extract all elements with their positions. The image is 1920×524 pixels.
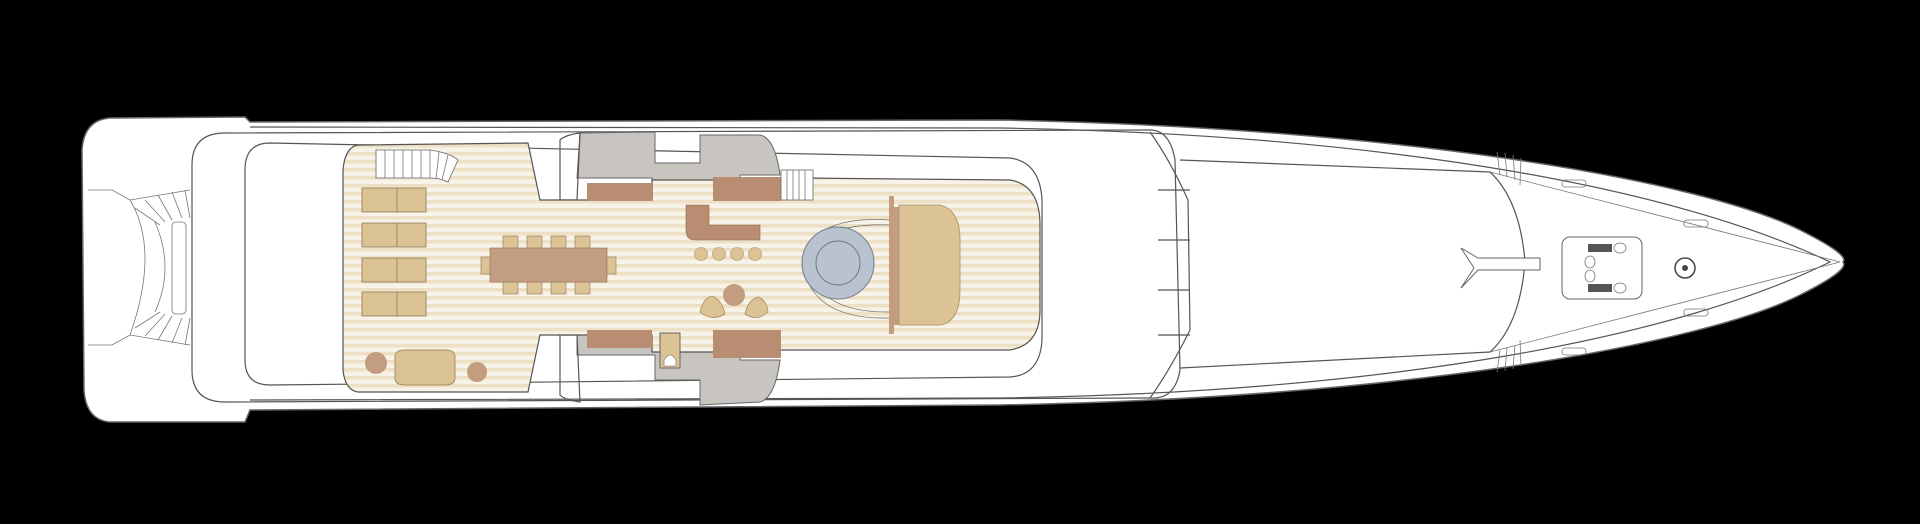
counter-stbd-aft: [587, 330, 652, 348]
side-table-left: [365, 352, 387, 374]
counter-port-fwd: [713, 177, 781, 201]
dining-table: [489, 247, 608, 283]
lounge-table: [723, 284, 745, 306]
deck-edge: [249, 126, 1832, 401]
aft-stairs: [375, 149, 459, 183]
forward-windows: [1149, 131, 1191, 399]
aft-sofa: [394, 349, 456, 386]
mast: [1460, 247, 1541, 289]
cleats: [1561, 179, 1709, 356]
forward-stairs: [780, 169, 814, 201]
sunpad: [898, 204, 961, 326]
stern-stairs: [88, 189, 191, 346]
lounge-armchairs: [699, 295, 769, 318]
anchor-windlass: [1561, 236, 1643, 300]
capstan: [1674, 257, 1696, 279]
washroom: [659, 332, 681, 369]
foredeck-steps: [1496, 151, 1522, 373]
upper-deck-outline: [244, 142, 1043, 386]
bar-stools: [694, 247, 762, 261]
jacuzzi: [801, 226, 875, 300]
counter-stbd-fwd: [713, 330, 781, 358]
sunpad-frame: [889, 196, 894, 334]
counter-port-aft: [587, 183, 652, 201]
sunbeds: [361, 187, 427, 317]
side-table-right: [467, 362, 487, 382]
bar-counter: [685, 204, 761, 241]
